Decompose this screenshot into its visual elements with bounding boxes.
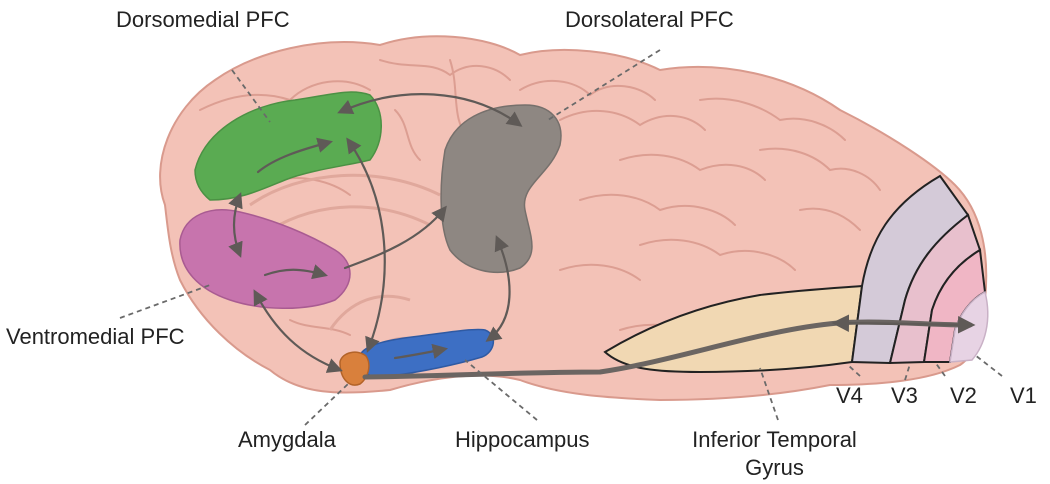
label-v2: V2 <box>950 383 977 408</box>
arrow-dlpfc-hippocampus <box>485 235 511 342</box>
arrow-dmpfc-dlpfc <box>337 93 523 127</box>
connection-arrows <box>228 93 523 373</box>
label-ventromedial-pfc: Ventromedial PFC <box>6 324 185 349</box>
arrow-dmpfc-amygdala <box>346 137 386 353</box>
label-v4: V4 <box>836 383 863 408</box>
label-dorsomedial-pfc: Dorsomedial PFC <box>116 7 290 32</box>
amygdala-region <box>339 351 370 386</box>
leader-lines <box>119 49 1003 426</box>
arrow-dmpfc-internal <box>256 137 333 174</box>
label-hippocampus: Hippocampus <box>455 427 590 452</box>
visual-stream-arrow <box>831 314 976 334</box>
arrow-dmpfc-vmpfc <box>228 192 243 258</box>
label-v3: V3 <box>891 383 918 408</box>
arrow-hippocampus-internal <box>393 343 449 360</box>
label-inferior-temporal-gyrus: Inferior Temporal Gyrus <box>672 428 877 480</box>
arrow-vmpfc-amygdala <box>253 289 343 373</box>
arrow-vmpfc-dlpfc <box>343 205 447 270</box>
label-amygdala: Amygdala <box>238 427 336 452</box>
dorsolateral-pfc-region <box>440 104 562 274</box>
label-dorsolateral-pfc: Dorsolateral PFC <box>565 7 734 32</box>
label-inferior-temporal-line1: Inferior Temporal <box>692 427 857 452</box>
label-inferior-temporal-line2: Gyrus <box>745 455 804 480</box>
label-v1: V1 <box>1010 383 1037 408</box>
arrow-vmpfc-internal <box>263 264 328 280</box>
